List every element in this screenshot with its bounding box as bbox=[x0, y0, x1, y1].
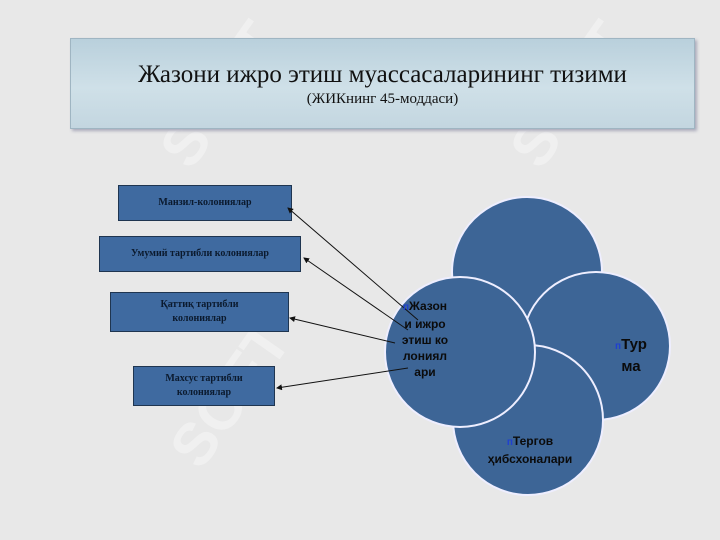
box-label: Манзил-колониялар bbox=[158, 197, 252, 208]
page-subtitle: (ЖИКнинг 45-моддаси) bbox=[306, 91, 459, 107]
label-text: Жазони ижро этиш колониялари bbox=[401, 299, 449, 379]
title-box: Жазони ижро этиш муассасаларининг тизими… bbox=[70, 38, 695, 129]
arrow bbox=[289, 316, 396, 344]
bullet: п bbox=[506, 437, 513, 448]
label-text: Тергов ҳибсхоналари bbox=[487, 434, 573, 466]
box-general-colonies: Умумий тартибли колониялар bbox=[99, 236, 301, 272]
arrow bbox=[287, 207, 419, 321]
bullet: п bbox=[615, 341, 622, 352]
circle-label-colonies: пЖазони ижро этиш колониялари bbox=[400, 298, 450, 380]
box-manzil-colonies: Манзил-колониялар bbox=[118, 185, 292, 221]
arrow bbox=[303, 257, 409, 331]
label-text: Турма bbox=[621, 336, 647, 375]
box-label: Умумий тартибли колониялар bbox=[130, 248, 269, 259]
box-label: Махсус тартибли колониялар bbox=[165, 373, 243, 398]
circle-colonies bbox=[384, 276, 536, 428]
circle-label-detention: пТергов ҳибсхоналари bbox=[470, 433, 590, 468]
circle-label-prison: пТурма bbox=[610, 335, 652, 377]
arrow bbox=[276, 367, 409, 391]
box-special-colonies: Махсус тартибли колониялар bbox=[133, 366, 275, 406]
box-strict-colonies: Қаттиқ тартибли колониялар bbox=[110, 292, 289, 332]
bullet: п bbox=[402, 302, 409, 313]
box-label: Қаттиқ тартибли колониялар bbox=[160, 299, 239, 324]
page-title: Жазони ижро этиш муассасаларининг тизими bbox=[138, 61, 627, 88]
